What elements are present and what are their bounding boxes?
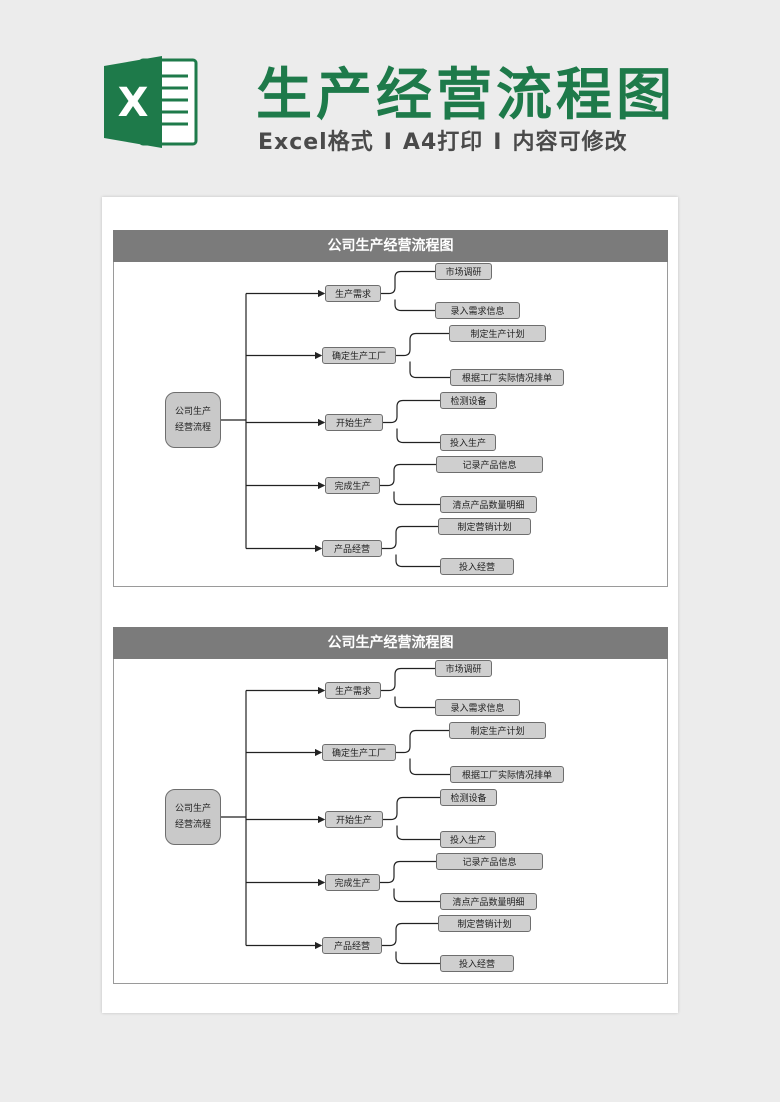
child-connector — [380, 463, 436, 487]
child-connector — [396, 428, 440, 444]
excel-logo-letter: X — [118, 80, 149, 126]
task-node: 制定生产计划 — [449, 325, 546, 342]
task-node: 根据工厂实际情况排单 — [450, 369, 564, 386]
child-connector — [409, 758, 450, 776]
stage-node: 产品经营 — [322, 540, 382, 557]
child-connector — [381, 270, 435, 295]
stage-node: 完成生产 — [325, 874, 380, 891]
stage-node: 产品经营 — [322, 937, 382, 954]
child-connector — [382, 525, 438, 550]
root-node: 公司生产经营流程 — [165, 789, 221, 845]
stage-node: 完成生产 — [325, 477, 380, 494]
child-connector — [383, 399, 440, 424]
task-node: 制定营销计划 — [438, 915, 531, 932]
task-node: 清点产品数量明细 — [440, 496, 537, 513]
task-node: 清点产品数量明细 — [440, 893, 537, 910]
stage-node: 生产需求 — [325, 682, 381, 699]
subtitle-format: Excel格式 — [258, 130, 374, 155]
subtitle-separator: I — [493, 130, 503, 155]
task-node: 投入经营 — [440, 955, 514, 972]
root-node-label: 经营流程 — [174, 423, 211, 433]
connector-lines — [221, 270, 450, 568]
task-node: 检测设备 — [440, 789, 497, 806]
task-node: 市场调研 — [435, 263, 492, 280]
child-connector — [395, 554, 440, 568]
root-node-label: 经营流程 — [174, 820, 211, 830]
page-title: 生产经营流程图 — [256, 63, 676, 128]
header: X 生产经营流程图 Excel格式 I A4打印 I 内容可修改 — [0, 0, 780, 190]
child-connector — [409, 361, 450, 379]
task-node: 市场调研 — [435, 660, 492, 677]
child-connector — [394, 696, 435, 709]
task-node: 录入需求信息 — [435, 302, 520, 319]
excel-icon: X — [104, 56, 198, 148]
child-connector — [380, 860, 436, 884]
task-node: 制定生产计划 — [449, 722, 546, 739]
stage-node: 开始生产 — [325, 414, 383, 431]
root-node-label: 公司生产 — [174, 407, 211, 417]
child-connector — [396, 729, 449, 754]
flowchart-sheet: 公司生产经营流程图 公司生产经营流程生产需求市场调研录入需求信息确定生产工厂制定… — [113, 230, 668, 587]
stage-node: 生产需求 — [325, 285, 381, 302]
child-connector — [383, 796, 440, 821]
connector-lines — [221, 667, 450, 965]
task-node: 投入经营 — [440, 558, 514, 575]
sheet-title: 公司生产经营流程图 — [113, 627, 668, 659]
flowchart-sheet: 公司生产经营流程图 公司生产经营流程生产需求市场调研录入需求信息确定生产工厂制定… — [113, 627, 668, 984]
child-connector — [381, 667, 435, 692]
root-node-label: 公司生产 — [174, 804, 211, 814]
child-connector — [396, 825, 440, 841]
task-node: 记录产品信息 — [436, 853, 543, 870]
root-node: 公司生产经营流程 — [165, 392, 221, 448]
task-node: 投入生产 — [440, 434, 496, 451]
child-connector — [382, 922, 438, 947]
child-connector — [394, 299, 435, 312]
subtitle-separator: I — [383, 130, 393, 155]
task-node: 根据工厂实际情况排单 — [450, 766, 564, 783]
task-node: 投入生产 — [440, 831, 496, 848]
subtitle-editable: 内容可修改 — [512, 130, 628, 155]
child-connector — [396, 332, 449, 357]
stage-node: 确定生产工厂 — [322, 744, 396, 761]
page-subtitle: Excel格式 I A4打印 I 内容可修改 — [258, 124, 627, 156]
task-node: 检测设备 — [440, 392, 497, 409]
sheet-title: 公司生产经营流程图 — [113, 230, 668, 262]
child-connector — [395, 951, 440, 965]
subtitle-print: A4打印 — [402, 130, 484, 155]
task-node: 录入需求信息 — [435, 699, 520, 716]
task-node: 记录产品信息 — [436, 456, 543, 473]
stage-node: 开始生产 — [325, 811, 383, 828]
child-connector — [393, 491, 440, 506]
task-node: 制定营销计划 — [438, 518, 531, 535]
stage-node: 确定生产工厂 — [322, 347, 396, 364]
child-connector — [393, 888, 440, 903]
